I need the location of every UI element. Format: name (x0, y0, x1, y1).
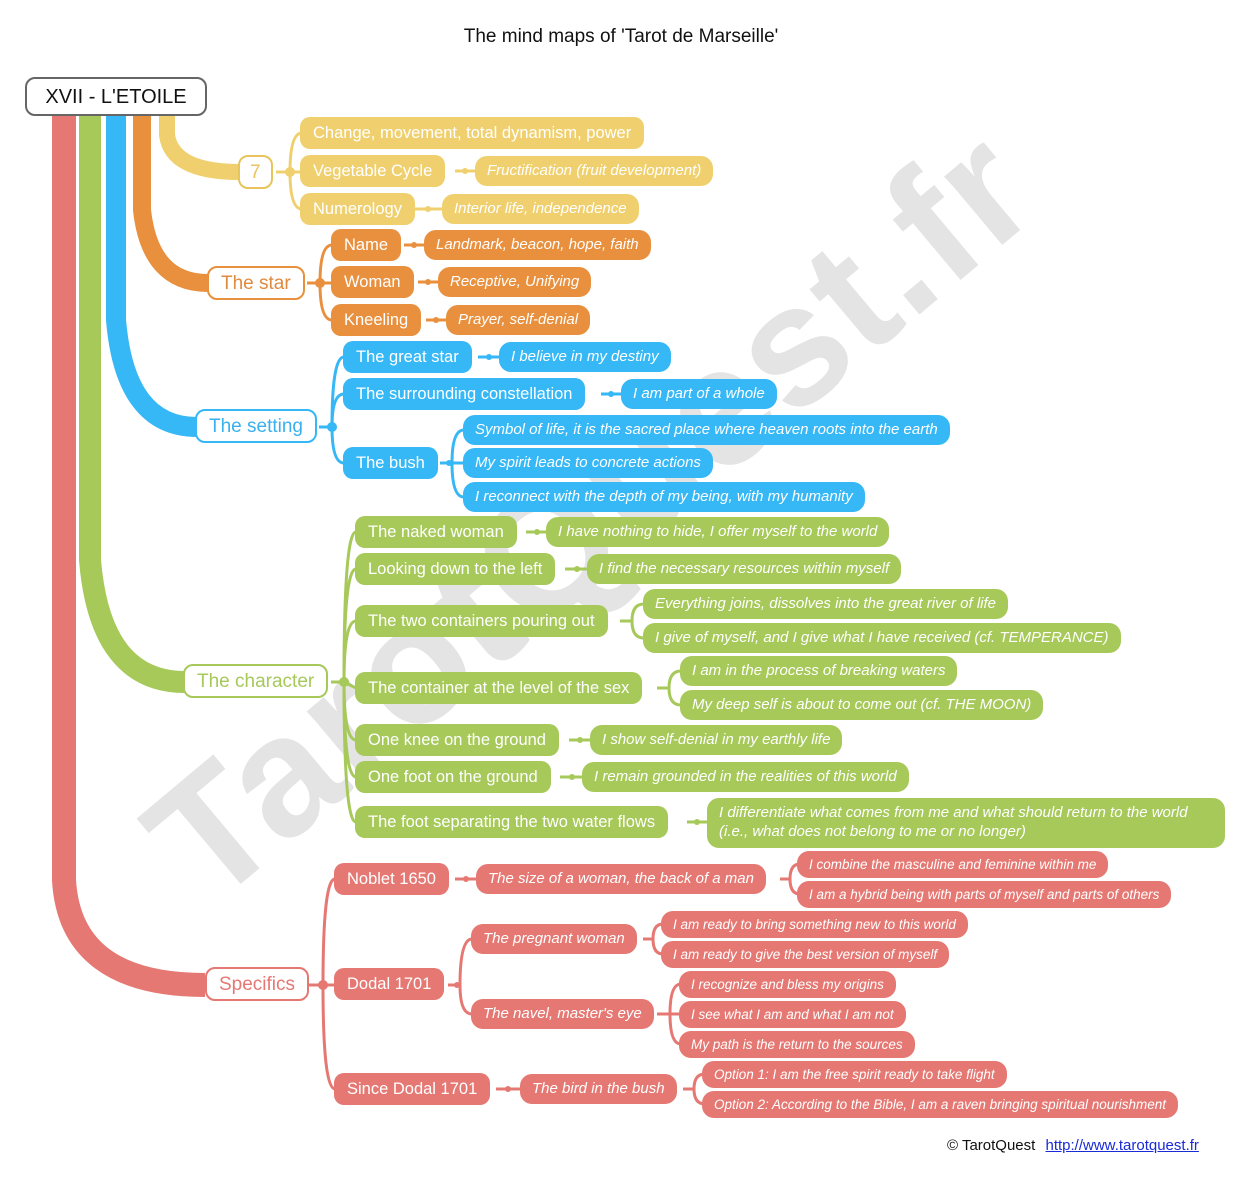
leaf-give-of-myself[interactable]: I give of myself, and I give what I have… (643, 623, 1121, 653)
leaf-hybrid-being[interactable]: I am a hybrid being with parts of myself… (797, 881, 1172, 908)
website-link[interactable]: http://www.tarotquest.fr (1045, 1137, 1199, 1154)
leaf-everything-joins[interactable]: Everything joins, dissolves into the gre… (643, 589, 1008, 619)
leaf-spirit-actions[interactable]: My spirit leads to concrete actions (463, 448, 713, 478)
leaf-best-version[interactable]: I am ready to give the best version of m… (661, 941, 950, 968)
leaf-nothing-to-hide[interactable]: I have nothing to hide, I offer myself t… (546, 517, 890, 547)
node-one-foot[interactable]: One foot on the ground (355, 761, 551, 793)
node-the-bush[interactable]: The bush (343, 447, 438, 479)
leaf-remain-grounded[interactable]: I remain grounded in the realities of th… (582, 762, 909, 792)
leaf-bird-in-bush[interactable]: The bird in the bush (520, 1074, 677, 1104)
leaf-navel-masters-eye[interactable]: The navel, master's eye (471, 999, 654, 1029)
node-naked-woman[interactable]: The naked woman (355, 516, 517, 548)
node-foot-separating[interactable]: The foot separating the two water flows (355, 806, 669, 838)
leaf-pregnant-woman[interactable]: The pregnant woman (471, 924, 637, 954)
leaf-breaking-waters[interactable]: I am in the process of breaking waters (680, 656, 958, 686)
leaf-bring-something-new[interactable]: I am ready to bring something new to thi… (661, 911, 968, 938)
node-container-sex[interactable]: The container at the level of the sex (355, 672, 643, 704)
leaf-combine-masculine-feminine[interactable]: I combine the masculine and feminine wit… (797, 851, 1109, 878)
copyright-text: © TarotQuest (947, 1137, 1036, 1154)
branch-specifics[interactable]: Specifics (205, 967, 310, 1001)
leaf-deep-self[interactable]: My deep self is about to come out (cf. T… (680, 690, 1044, 720)
leaf-differentiate-line1: I differentiate what comes from me and w… (719, 804, 1188, 821)
node-two-containers[interactable]: The two containers pouring out (355, 605, 608, 637)
page-title: The mind maps of 'Tarot de Marseille' (463, 26, 779, 47)
root-node[interactable]: XVII - L'ETOILE (25, 77, 207, 116)
node-numerology[interactable]: Numerology (300, 193, 415, 225)
leaf-option-1[interactable]: Option 1: I am the free spirit ready to … (702, 1061, 1007, 1088)
leaf-reconnect-humanity[interactable]: I reconnect with the depth of my being, … (463, 482, 865, 512)
node-surrounding-constellation[interactable]: The surrounding constellation (343, 378, 586, 410)
leaf-see-what-i-am[interactable]: I see what I am and what I am not (679, 1001, 906, 1028)
node-great-star[interactable]: The great star (343, 341, 472, 373)
node-name[interactable]: Name (331, 229, 402, 261)
node-since-dodal-1701[interactable]: Since Dodal 1701 (334, 1073, 491, 1105)
leaf-recognize-origins[interactable]: I recognize and bless my origins (679, 971, 896, 998)
node-one-knee[interactable]: One knee on the ground (355, 724, 559, 756)
node-noblet-1650[interactable]: Noblet 1650 (334, 863, 449, 895)
leaf-landmark[interactable]: Landmark, beacon, hope, faith (424, 230, 651, 260)
leaf-believe-destiny[interactable]: I believe in my destiny (499, 342, 671, 372)
leaf-symbol-of-life[interactable]: Symbol of life, it is the sacred place w… (463, 415, 950, 445)
node-kneeling[interactable]: Kneeling (331, 304, 422, 336)
leaf-part-of-whole[interactable]: I am part of a whole (621, 379, 777, 409)
branch-the-star[interactable]: The star (207, 266, 305, 300)
node-looking-down-left[interactable]: Looking down to the left (355, 553, 556, 585)
footer: © TarotQuest http://www.tarotquest.fr (947, 1137, 1199, 1154)
leaf-fructification[interactable]: Fructification (fruit development) (475, 156, 714, 186)
leaf-return-to-sources[interactable]: My path is the return to the sources (679, 1031, 915, 1058)
branch-seven[interactable]: 7 (238, 155, 273, 189)
leaf-self-denial-earthly[interactable]: I show self-denial in my earthly life (590, 725, 843, 755)
branch-the-character[interactable]: The character (183, 664, 329, 698)
leaf-option-2[interactable]: Option 2: According to the Bible, I am a… (702, 1091, 1178, 1118)
branch-the-setting[interactable]: The setting (195, 409, 317, 443)
leaf-differentiate[interactable]: I differentiate what comes from me and w… (707, 798, 1225, 848)
leaf-necessary-resources[interactable]: I find the necessary resources within my… (587, 554, 902, 584)
leaf-prayer[interactable]: Prayer, self-denial (446, 305, 591, 335)
leaf-differentiate-line2: (i.e., what does not belong to me or no … (719, 823, 1026, 840)
node-change-movement[interactable]: Change, movement, total dynamism, power (300, 117, 645, 149)
node-woman[interactable]: Woman (331, 266, 414, 298)
node-vegetable-cycle[interactable]: Vegetable Cycle (300, 155, 446, 187)
leaf-interior-life[interactable]: Interior life, independence (442, 194, 639, 224)
node-dodal-1701[interactable]: Dodal 1701 (334, 968, 445, 1000)
leaf-size-of-woman[interactable]: The size of a woman, the back of a man (476, 864, 766, 894)
leaf-receptive[interactable]: Receptive, Unifying (438, 267, 592, 297)
